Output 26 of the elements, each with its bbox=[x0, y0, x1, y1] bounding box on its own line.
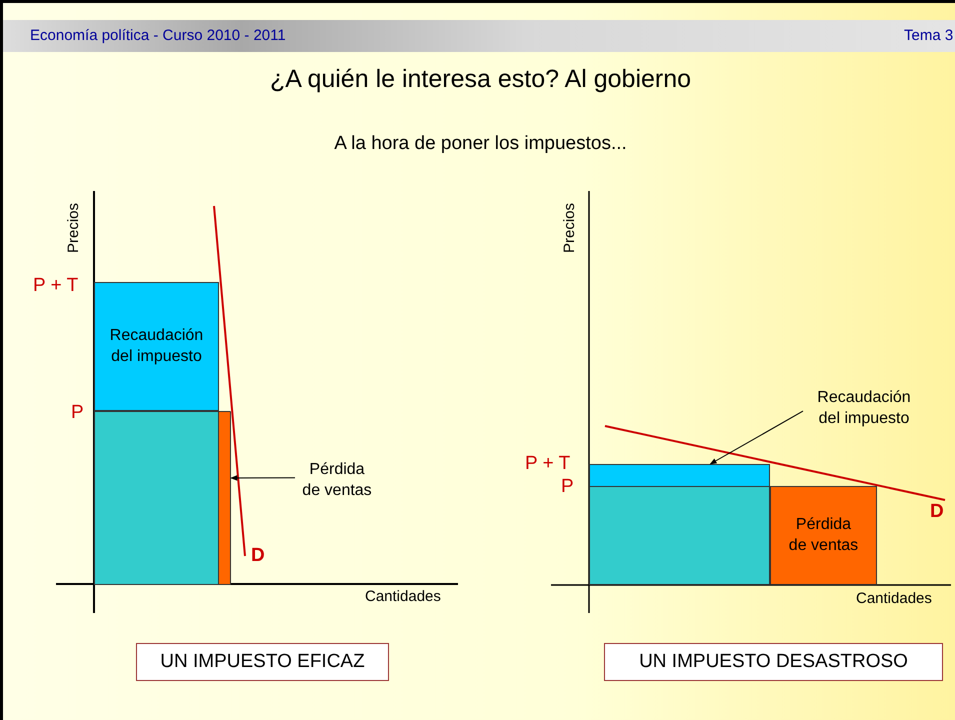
axis-value-label: P bbox=[71, 402, 84, 424]
leader-line bbox=[230, 475, 296, 481]
axis-label: Precios bbox=[65, 202, 82, 253]
leader-line bbox=[710, 410, 804, 464]
curve-label: D bbox=[251, 545, 265, 567]
axis-label: Precios bbox=[561, 202, 578, 253]
axis-label: Cantidades bbox=[365, 588, 441, 605]
annotation-text: Pérdida de ventas bbox=[295, 458, 379, 504]
axis-value-label: P bbox=[561, 476, 574, 498]
tax-revenue-area: Recaudación del impuesto bbox=[94, 282, 219, 411]
annotation-text: Recaudación del impuesto bbox=[803, 388, 925, 430]
axis-value-label: P + T bbox=[525, 453, 570, 475]
tax-revenue-area bbox=[589, 464, 770, 487]
lost-sales-bar bbox=[218, 411, 231, 585]
sales-area bbox=[94, 411, 219, 585]
subtitle: A la hora de poner los impuestos... bbox=[333, 133, 628, 155]
axis-label: Cantidades bbox=[856, 590, 932, 607]
caption-box: UN IMPUESTO DESASTROSO bbox=[604, 643, 943, 681]
sales-area bbox=[589, 486, 770, 585]
lost-sales-area: Pérdida de ventas bbox=[770, 486, 877, 585]
curve-label: D bbox=[930, 501, 944, 523]
caption-box: UN IMPUESTO EFICAZ bbox=[136, 643, 389, 681]
axis-value-label: P + T bbox=[33, 275, 78, 297]
header-text: Tema 3 bbox=[904, 27, 954, 44]
header-text: Economía política - Curso 2010 - 2011 bbox=[30, 27, 286, 44]
slide-title: ¿A quién le interesa esto? Al gobierno bbox=[268, 65, 692, 94]
